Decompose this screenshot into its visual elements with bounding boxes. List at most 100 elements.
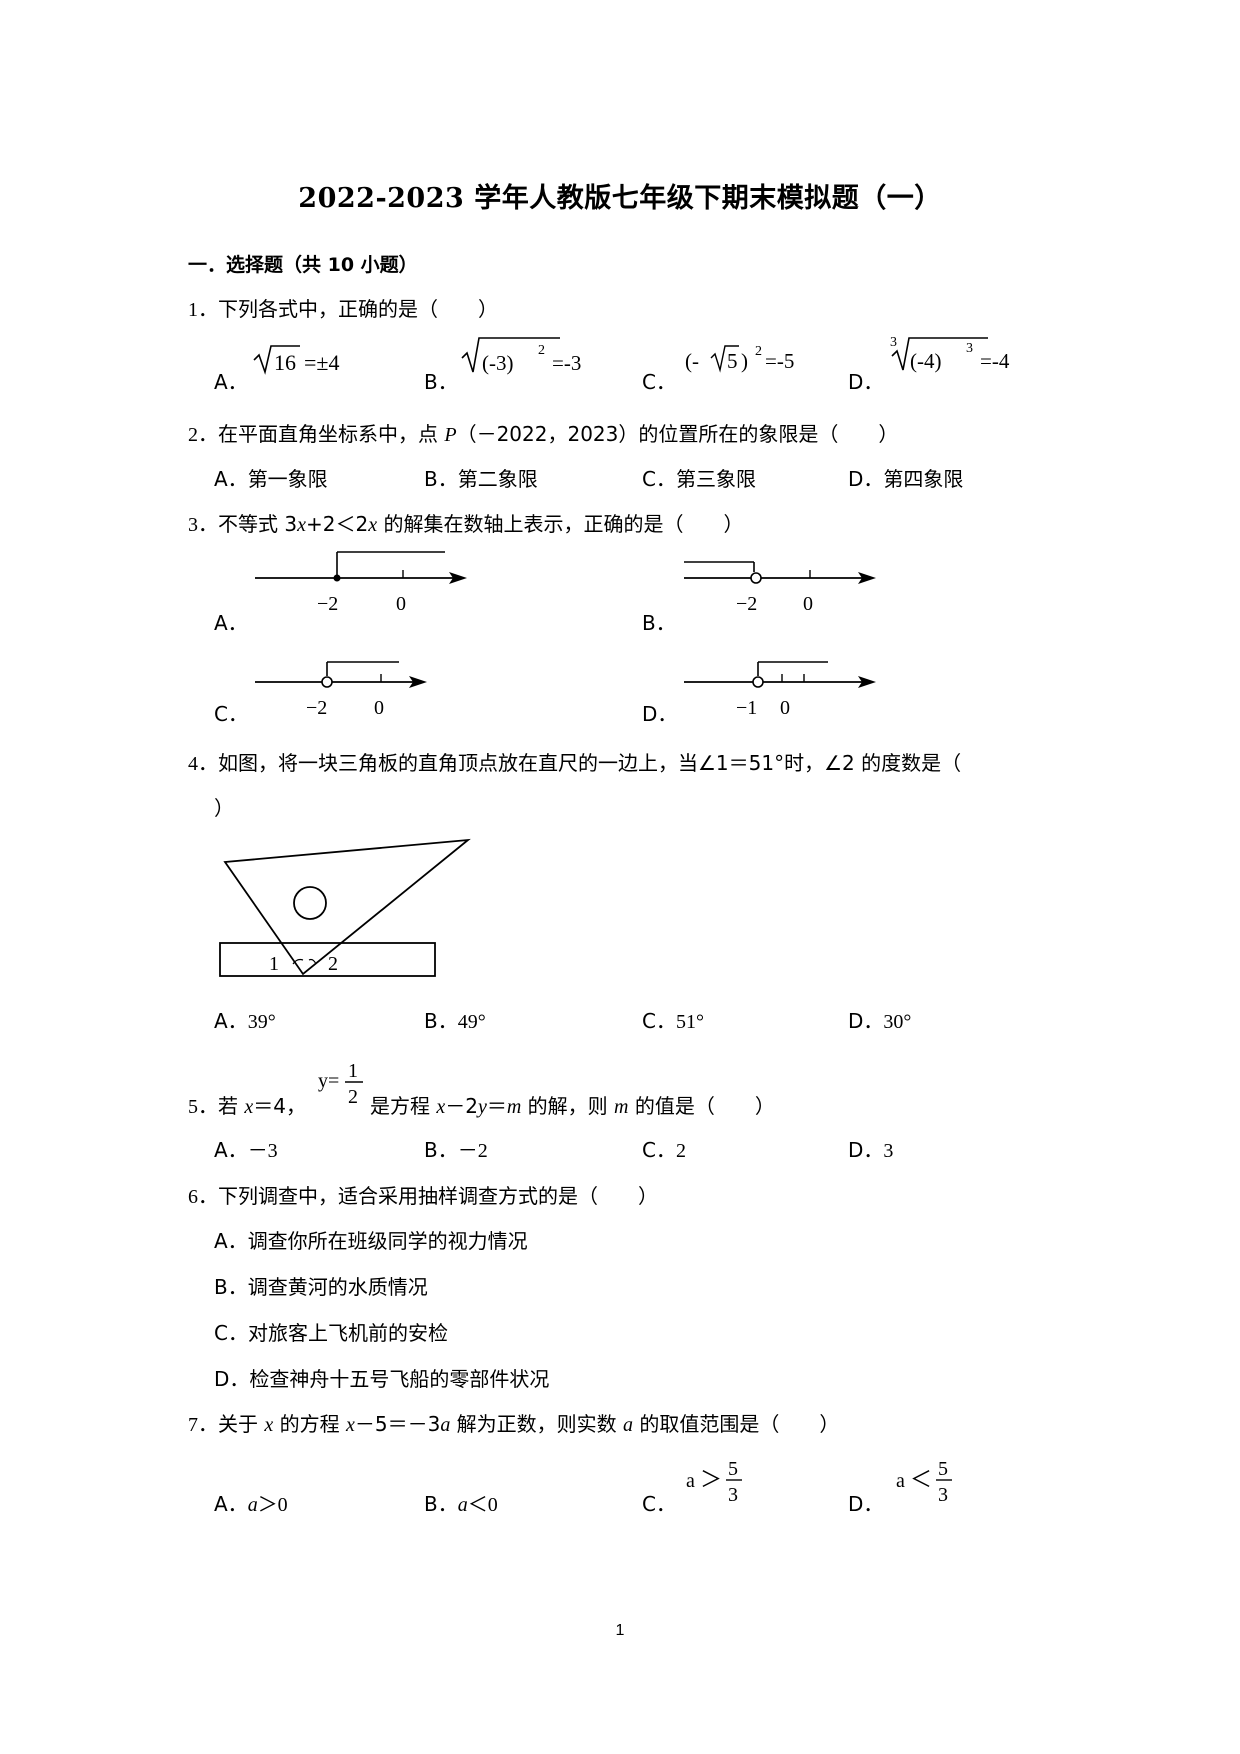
svg-text:(-4): (-4) xyxy=(910,349,941,373)
question-number: 2． xyxy=(188,424,218,446)
point-variable: P xyxy=(444,424,457,446)
formula-1c: (- 5 ) 2 =-5 xyxy=(685,344,794,373)
option-7b: B．a＜0 xyxy=(424,1492,498,1516)
question-6: 6．下列调查中，适合采用抽样调查方式的是（ ） xyxy=(188,1180,658,1209)
svg-text:2: 2 xyxy=(755,344,762,359)
tick-label: 0 xyxy=(396,593,406,615)
number-line-c: −2 0 xyxy=(255,661,427,719)
option-3c-label: C． xyxy=(214,702,248,726)
angle-2-label: 2 xyxy=(328,953,338,975)
formula-7d: a ＜ 5 3 xyxy=(896,1458,952,1506)
option-1c-label: C． xyxy=(642,370,676,394)
option-4a: A．39° xyxy=(214,1009,276,1033)
option-2b: B．第二象限 xyxy=(424,467,538,491)
page-number: 1 xyxy=(615,1622,625,1639)
question-7: 7．关于 x 的方程 x－5＝－3a 解为正数，则实数 a 的取值范围是（ ） xyxy=(188,1412,840,1436)
formula-1b: (-3) 2 =-3 xyxy=(461,337,581,375)
tick-label: 0 xyxy=(803,593,813,615)
tick-label: −2 xyxy=(736,593,757,615)
option-3a-label: A． xyxy=(214,611,248,635)
option-7d-label: D． xyxy=(848,1492,884,1516)
svg-text:(-3): (-3) xyxy=(482,351,513,375)
tick-label: −1 xyxy=(736,697,757,719)
option-6a: A．调查你所在班级同学的视力情况 xyxy=(214,1229,528,1253)
page-title: 2022-2023 学年人教版七年级下期末模拟题（一） xyxy=(298,183,942,214)
angle-1-label: 1 xyxy=(269,953,279,975)
option-4c: C．51° xyxy=(642,1009,704,1033)
option-1a-label: A． xyxy=(214,370,248,394)
question-4: 4．如图，将一块三角板的直角顶点放在直尺的一边上，当∠1＝51°时，∠2 的度数… xyxy=(188,747,961,776)
svg-text:3: 3 xyxy=(890,335,897,350)
svg-text:3: 3 xyxy=(938,1484,948,1506)
question-text: 在平面直角坐标系中，点 xyxy=(218,422,445,446)
question-number: 3． xyxy=(188,514,218,536)
svg-text:16: 16 xyxy=(274,350,296,375)
option-2c: C．第三象限 xyxy=(642,467,756,491)
svg-text:a: a xyxy=(686,1470,695,1492)
svg-text:＜: ＜ xyxy=(910,1467,932,1492)
question-number: 6． xyxy=(188,1186,218,1208)
option-6d: D．检查神舟十五号飞船的零部件状况 xyxy=(214,1367,550,1391)
formula-1d: 3 (-4) 3 =-4 xyxy=(890,335,1010,373)
question-3: 3．不等式 3x+2＜2x 的解集在数轴上表示，正确的是（ ） xyxy=(188,512,744,536)
svg-text:): ) xyxy=(741,349,748,373)
svg-text:3: 3 xyxy=(966,341,973,356)
svg-text:(-: (- xyxy=(685,349,699,373)
svg-text:1: 1 xyxy=(348,1060,358,1082)
tick-label: 0 xyxy=(780,697,790,719)
svg-text:=±4: =±4 xyxy=(304,350,339,375)
formula-7c: a ＞ 5 3 xyxy=(686,1458,742,1506)
question-number: 5． xyxy=(188,1096,218,1118)
tick-label: −2 xyxy=(317,593,338,615)
option-5c: C．2 xyxy=(642,1138,686,1162)
option-5b: B．－2 xyxy=(424,1138,488,1162)
svg-text:a: a xyxy=(896,1470,905,1492)
option-2a: A．第一象限 xyxy=(214,467,328,491)
option-4b: B．49° xyxy=(424,1009,486,1033)
option-3d-label: D． xyxy=(642,702,678,726)
svg-text:5: 5 xyxy=(938,1458,948,1480)
option-4d: D．30° xyxy=(848,1009,912,1033)
svg-text:y=: y= xyxy=(318,1070,339,1092)
svg-text:3: 3 xyxy=(728,1484,738,1506)
option-7a: A．a＞0 xyxy=(214,1492,288,1516)
question-4-cont: ） xyxy=(214,796,234,820)
tick-label: 0 xyxy=(374,697,384,719)
question-number: 1． xyxy=(188,299,218,321)
option-3b-label: B． xyxy=(642,611,676,635)
option-1b-label: B． xyxy=(424,370,458,394)
number-line-a: −2 0 xyxy=(255,551,467,615)
tick-label: −2 xyxy=(306,697,327,719)
question-2: 2．在平面直角坐标系中，点 P（－2022，2023）的位置所在的象限是（ ） xyxy=(188,418,898,447)
svg-text:＞: ＞ xyxy=(700,1467,722,1492)
question-text: 下列各式中，正确的是（ ） xyxy=(218,297,498,321)
question-number: 7． xyxy=(188,1414,218,1436)
question-text: 下列调查中，适合采用抽样调查方式的是（ ） xyxy=(218,1184,658,1208)
svg-text:=-5: =-5 xyxy=(765,349,794,373)
question-5: 5．若 x＝4，是方程 x－2y＝m 的解，则 m 的值是（ ） xyxy=(188,1094,775,1118)
question-text-cont: （－2022，2023）的位置所在的象限是（ ） xyxy=(456,422,899,446)
svg-text:2: 2 xyxy=(348,1086,358,1108)
option-5d: D．3 xyxy=(848,1138,894,1162)
option-1d-label: D． xyxy=(848,370,884,394)
question-number: 4． xyxy=(188,753,218,775)
section-heading: 一．选择题（共 10 小题） xyxy=(188,254,418,276)
option-5a: A．－3 xyxy=(214,1138,278,1162)
fraction-y-half: y= 1 2 xyxy=(318,1060,363,1108)
svg-text:5: 5 xyxy=(727,349,738,373)
triangle-ruler-figure: 1 2 xyxy=(219,838,471,977)
formula-1a: 16 =±4 xyxy=(253,345,339,375)
option-2d: D．第四象限 xyxy=(848,467,964,491)
option-7c-label: C． xyxy=(642,1492,676,1516)
svg-text:5: 5 xyxy=(728,1458,738,1480)
svg-text:2: 2 xyxy=(538,343,545,358)
question-1: 1．下列各式中，正确的是（ ） xyxy=(188,293,498,322)
option-6c: C．对旅客上飞机前的安检 xyxy=(214,1321,448,1345)
number-line-b: −2 0 xyxy=(684,561,876,615)
question-text: 如图，将一块三角板的直角顶点放在直尺的一边上，当∠1＝51°时，∠2 的度数是（ xyxy=(218,751,962,775)
svg-text:=-4: =-4 xyxy=(980,349,1010,373)
number-line-d: −1 0 xyxy=(684,661,876,719)
svg-text:=-3: =-3 xyxy=(552,351,581,375)
option-6b: B．调查黄河的水质情况 xyxy=(214,1275,428,1299)
